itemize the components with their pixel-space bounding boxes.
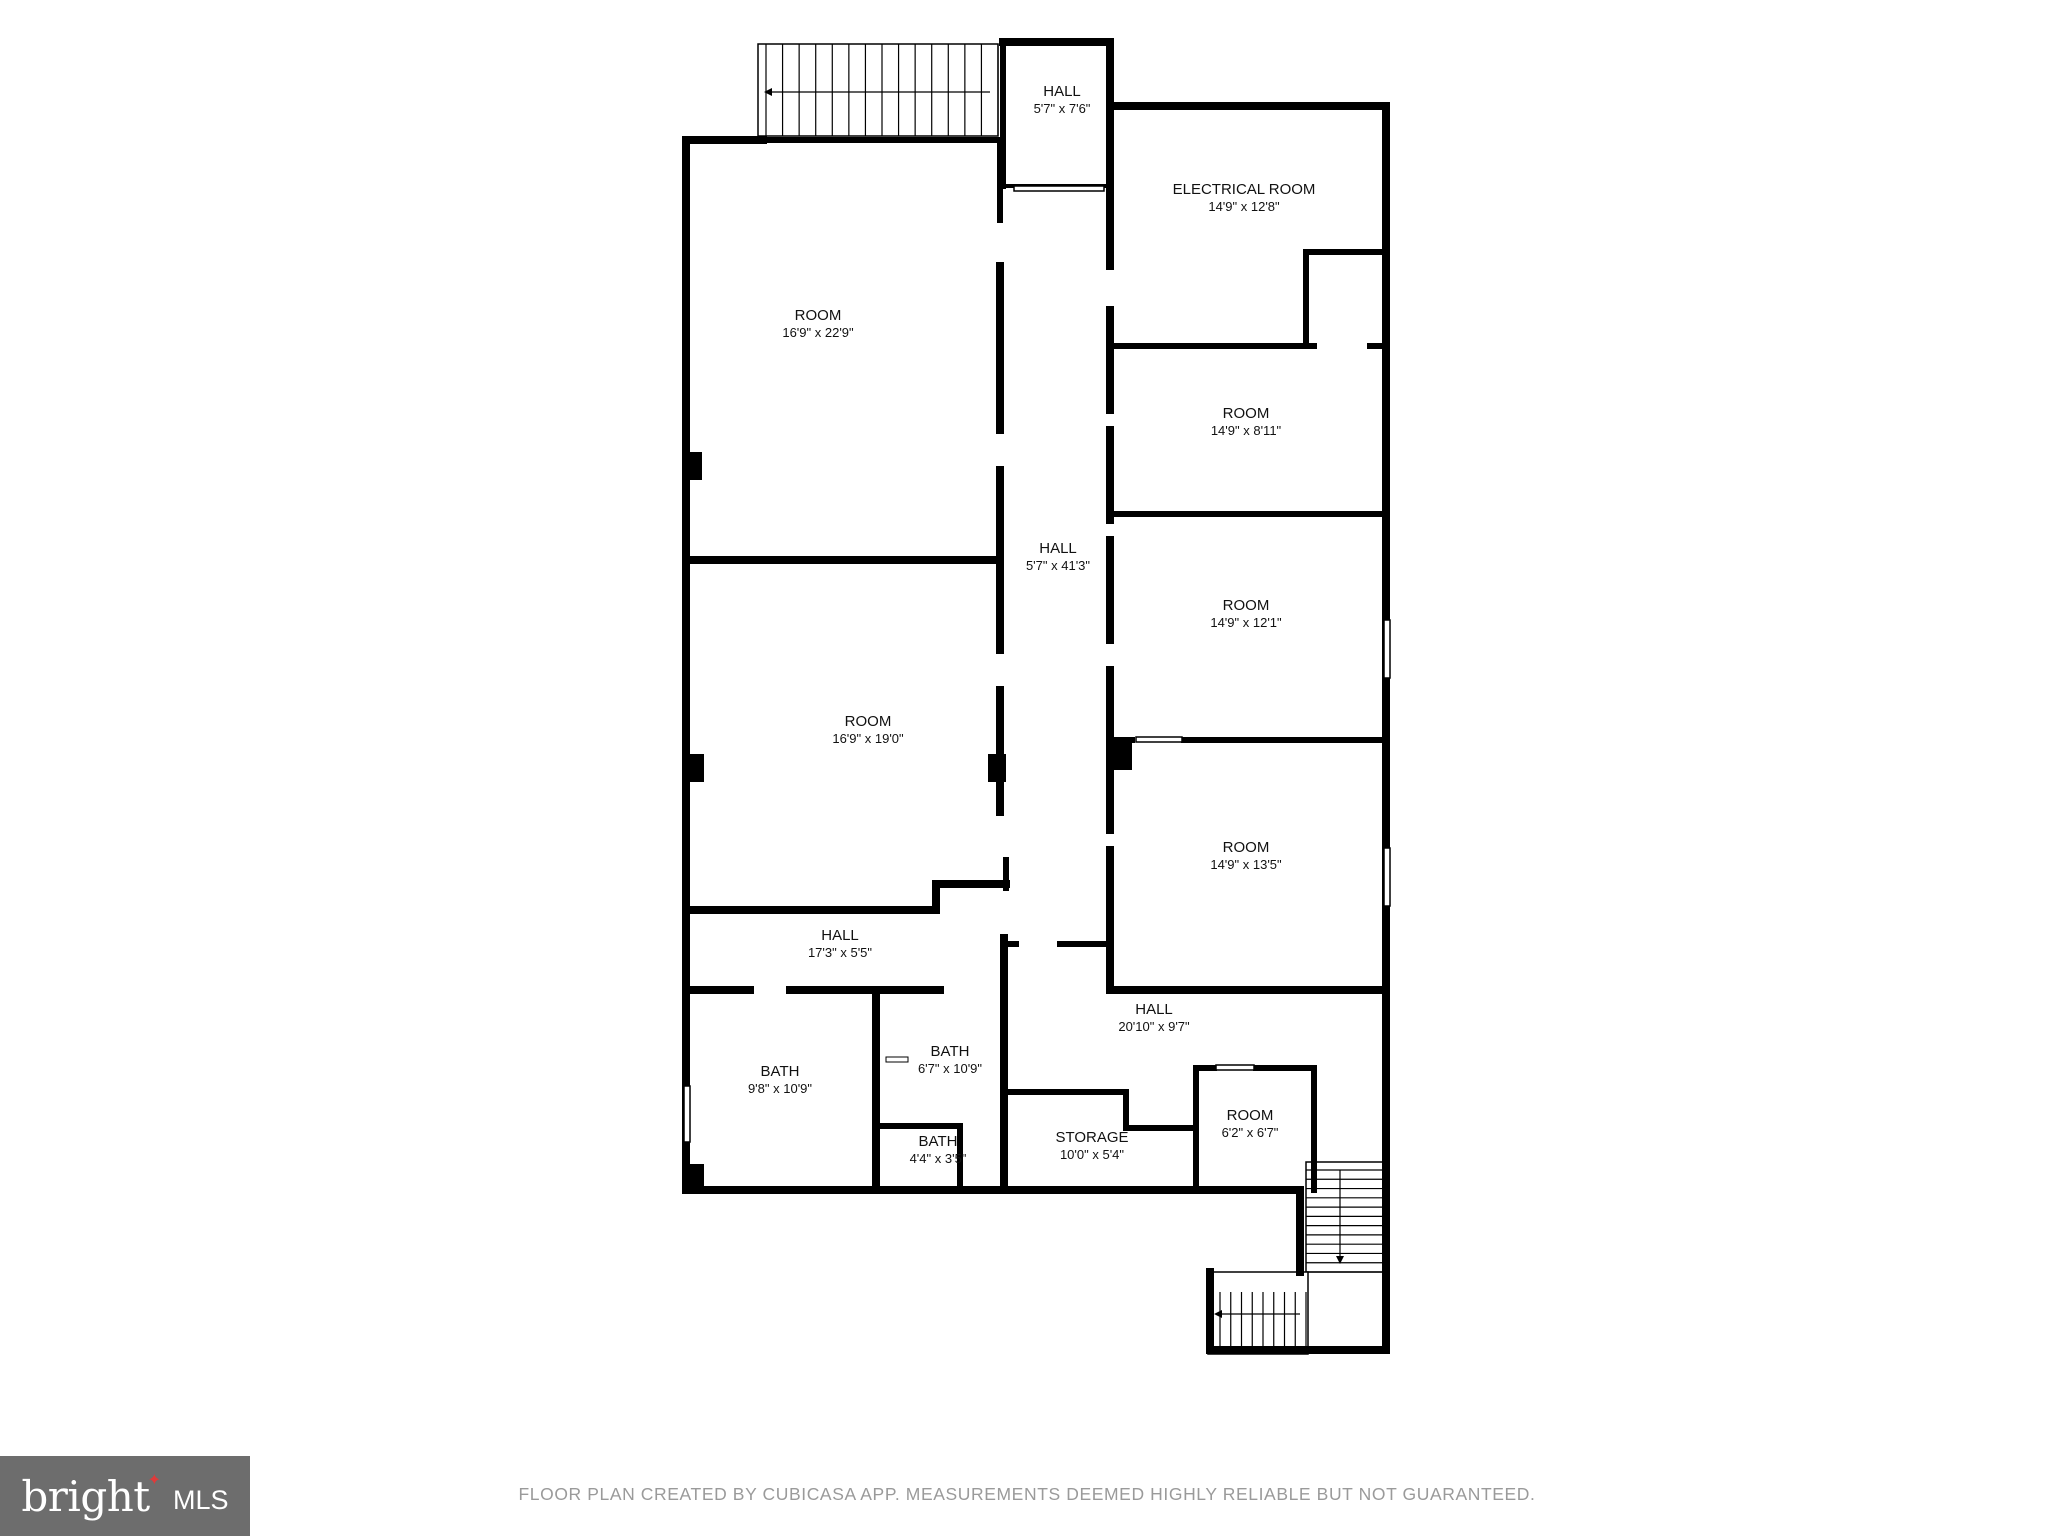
- piers: [686, 452, 1132, 1190]
- room-dimensions: 14'9" x 13'5": [1210, 857, 1282, 872]
- room-name: HALL: [1043, 83, 1081, 100]
- stairs-bottom: [1207, 1271, 1309, 1355]
- brand-logo: bright ✦ MLS: [0, 1456, 250, 1536]
- room-name: BATH: [919, 1133, 958, 1150]
- room-dimensions: 5'7" x 7'6": [1034, 101, 1091, 116]
- room-name: ROOM: [1223, 405, 1270, 422]
- room-dimensions: 6'2" x 6'7": [1222, 1125, 1279, 1140]
- brand-suffix: MLS: [173, 1484, 229, 1515]
- windows: [683, 185, 1391, 1143]
- room-dimensions: 20'10" x 9'7": [1118, 1019, 1190, 1034]
- room-dimensions: 10'0" x 5'4": [1060, 1147, 1124, 1162]
- room-dimensions: 14'9" x 12'1": [1210, 615, 1282, 630]
- room-name: ROOM: [1223, 839, 1270, 856]
- room-name: BATH: [761, 1063, 800, 1080]
- room-name: ROOM: [795, 307, 842, 324]
- disclaimer-text: FLOOR PLAN CREATED BY CUBICASA APP. MEAS…: [518, 1484, 1536, 1504]
- room-name: BATH: [931, 1043, 970, 1060]
- room-dimensions: 14'9" x 8'11": [1211, 423, 1282, 438]
- star-icon: ✦: [147, 1472, 162, 1489]
- room-dimensions: 17'3" x 5'5": [808, 945, 872, 960]
- stairs-top: [757, 43, 999, 137]
- room-name: HALL: [1039, 540, 1077, 557]
- walls: [682, 38, 1390, 1354]
- room-name: ROOM: [1223, 597, 1270, 614]
- room-dimensions: 16'9" x 22'9": [782, 325, 854, 340]
- room-name: STORAGE: [1055, 1129, 1128, 1146]
- stairs-bottom-right: [1305, 1161, 1385, 1273]
- room-name: ROOM: [845, 713, 892, 730]
- room-dimensions: 6'7" x 10'9": [918, 1061, 982, 1076]
- room-dimensions: 16'9" x 19'0": [832, 731, 904, 746]
- room-name: HALL: [821, 927, 859, 944]
- room-dimensions: 4'4" x 3'5": [910, 1151, 967, 1166]
- room-name: ROOM: [1227, 1107, 1274, 1124]
- brand-wordmark: bright: [21, 1471, 150, 1521]
- room-name: HALL: [1135, 1001, 1173, 1018]
- room-dimensions: 14'9" x 12'8": [1208, 199, 1280, 214]
- room-name: ELECTRICAL ROOM: [1173, 181, 1316, 198]
- room-dimensions: 5'7" x 41'3": [1026, 558, 1090, 573]
- room-dimensions: 9'8" x 10'9": [748, 1081, 812, 1096]
